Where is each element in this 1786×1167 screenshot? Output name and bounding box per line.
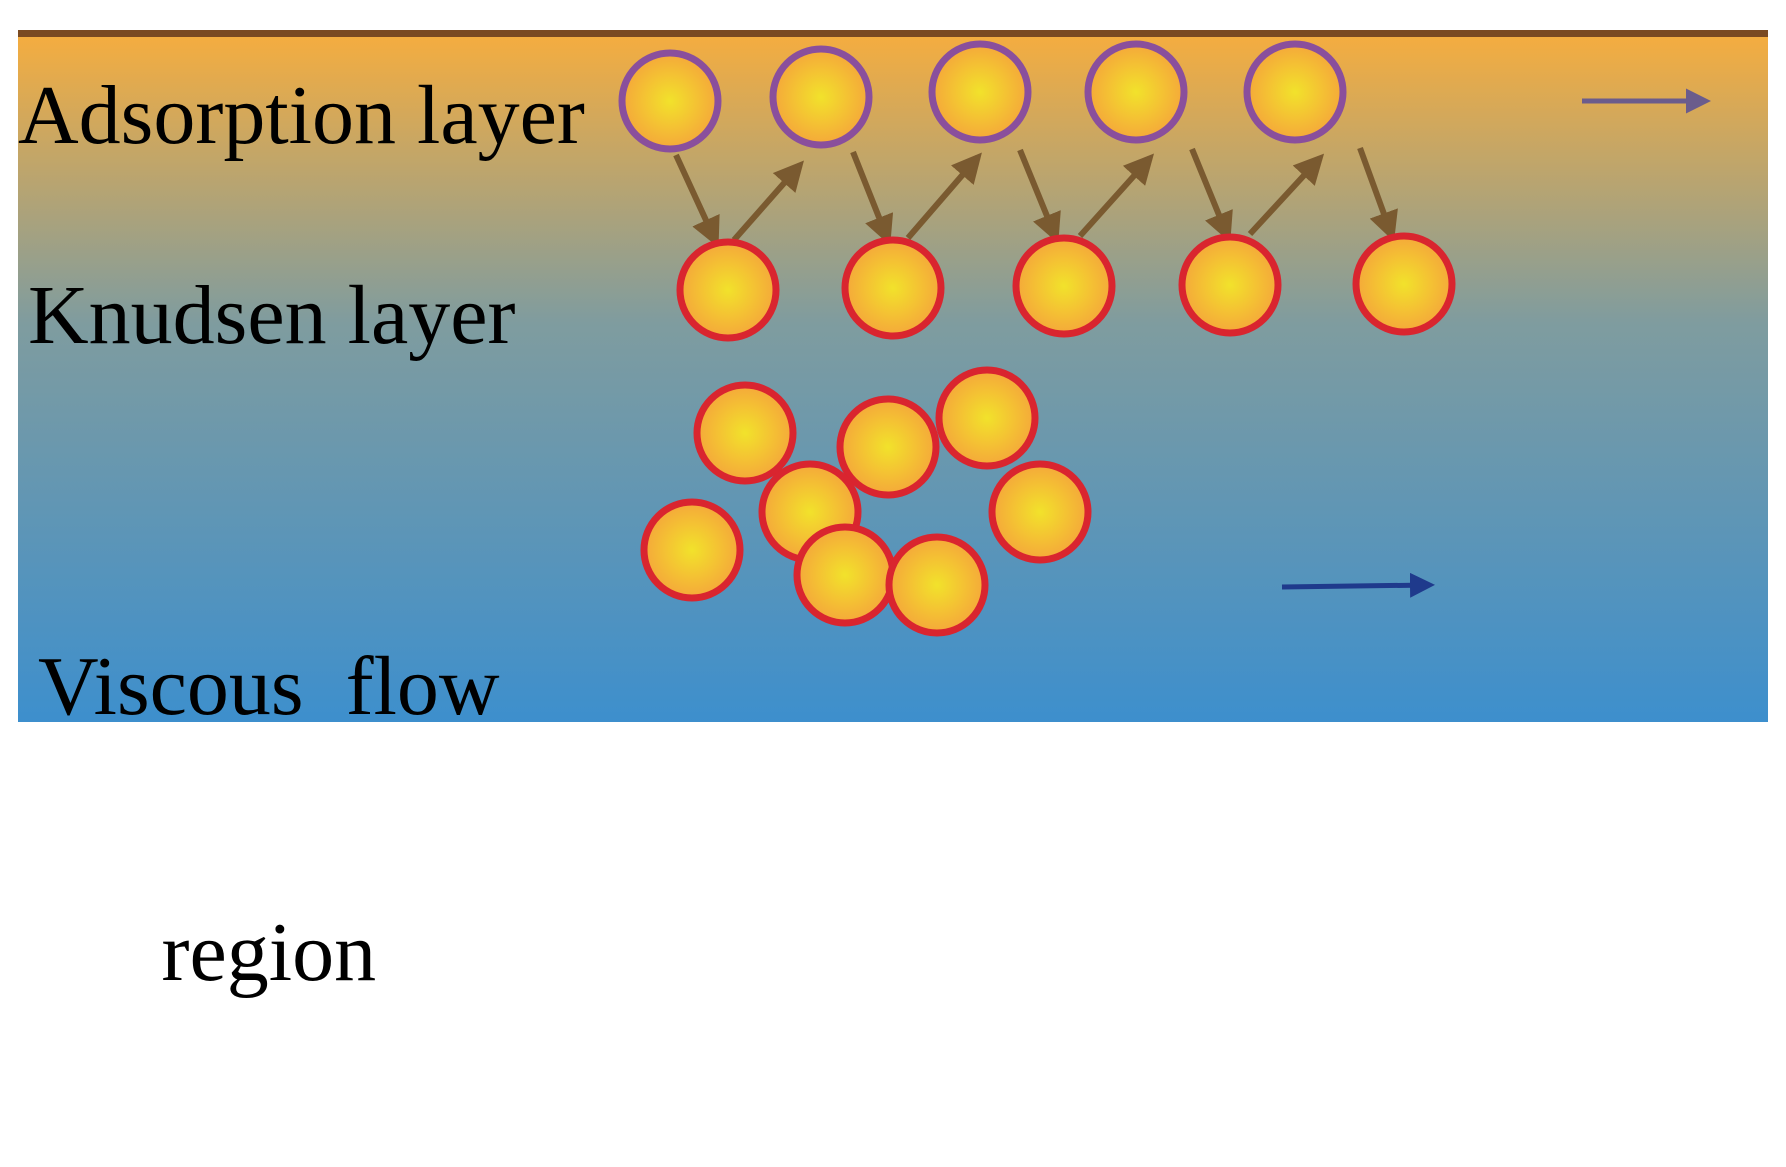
desorption-arrow — [1357, 146, 1398, 242]
knudsen-layer-label: Knudsen layer — [28, 269, 516, 362]
adsorption-arrow — [1077, 153, 1155, 239]
adsorption-layer-label: Adsorption layer — [18, 69, 585, 162]
desorption-arrow — [850, 150, 894, 246]
viscous-molecule — [885, 533, 989, 637]
adsorbed-molecule — [769, 45, 873, 149]
knudsen-molecule — [1178, 233, 1282, 337]
desorption-arrow — [1189, 147, 1233, 243]
viscous-molecule — [640, 498, 744, 602]
pore-wall — [18, 30, 1768, 37]
viscous-molecule — [693, 381, 797, 485]
adsorption-arrow — [731, 160, 804, 242]
hop-arrows — [673, 146, 1398, 248]
viscous-molecule — [935, 366, 1039, 470]
flow-diagram — [18, 30, 1768, 722]
viscous-label-line2: region — [161, 906, 377, 999]
knudsen-molecule — [676, 238, 780, 342]
viscous-molecule — [836, 395, 940, 499]
knudsen-molecule — [1012, 234, 1116, 338]
viscous-flow-region-label: Viscous flow region — [38, 477, 500, 1163]
adsorbed-molecule — [928, 40, 1032, 144]
adsorbed-molecule — [618, 49, 722, 153]
knudsen-molecule — [841, 236, 945, 340]
adsorbed-molecule — [1084, 40, 1188, 144]
adsorbed-molecule — [1243, 40, 1347, 144]
viscous-molecule — [988, 460, 1092, 564]
adsorption-arrow — [1247, 153, 1325, 237]
diagram-canvas: Adsorption layer Knudsen layer Viscous f… — [18, 30, 1768, 995]
particles — [618, 40, 1456, 637]
desorption-arrow — [1017, 148, 1061, 244]
viscous-molecule — [793, 523, 897, 627]
viscous-flow-arrow — [1281, 572, 1435, 598]
desorption-arrow — [673, 153, 720, 248]
viscous-label-line1: Viscous flow — [38, 640, 500, 733]
adsorption-arrow — [905, 152, 982, 240]
knudsen-molecule — [1352, 232, 1456, 336]
